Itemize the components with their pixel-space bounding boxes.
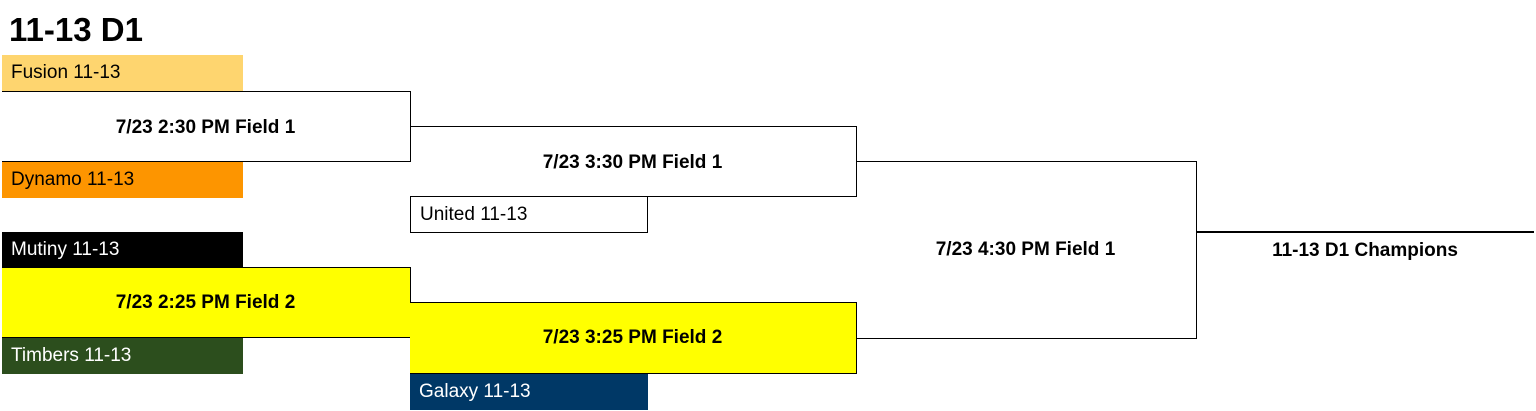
match-box-final — [856, 161, 1197, 339]
match-box-m2 — [2, 267, 411, 338]
champion-label: 11-13 D1 Champions — [1272, 240, 1458, 261]
team-mutiny: Mutiny 11-13 — [2, 232, 243, 268]
team-timbers: Timbers 11-13 — [2, 338, 243, 374]
team-galaxy: Galaxy 11-13 — [410, 374, 648, 410]
team-dynamo: Dynamo 11-13 — [2, 162, 243, 198]
team-fusion: Fusion 11-13 — [2, 55, 243, 91]
match-box-m4 — [410, 302, 857, 374]
match-label-m1: 7/23 2:30 PM Field 1 — [115, 117, 296, 138]
match-label-m2: 7/23 2:25 PM Field 2 — [115, 292, 296, 313]
match-label-m4: 7/23 3:25 PM Field 2 — [542, 327, 723, 348]
match-label-final: 7/23 4:30 PM Field 1 — [935, 239, 1116, 260]
match-label-m3: 7/23 3:30 PM Field 1 — [542, 152, 723, 173]
bracket-title: 11-13 D1 — [9, 11, 143, 48]
champion-line — [1196, 231, 1534, 233]
team-united: United 11-13 — [410, 197, 648, 233]
